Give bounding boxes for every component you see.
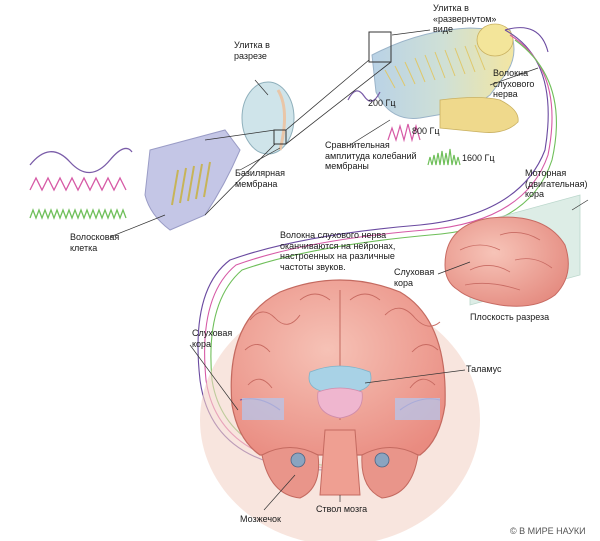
- label-freq-200: 200 Гц: [368, 98, 396, 108]
- label-membrane-amplitude: Сравнительная амплитуда колебаний мембра…: [325, 140, 417, 171]
- label-nerve-fibers: Волокна слухового нерва: [493, 68, 535, 99]
- input-wave-mid: [29, 176, 127, 192]
- label-section-plane: Плоскость разреза: [470, 312, 550, 322]
- label-auditory-cortex-left: Слуховая кора: [192, 328, 233, 349]
- small-brain: [444, 194, 581, 307]
- label-motor-cortex: Моторная (двигательная) кора: [525, 168, 588, 199]
- input-wave-high: [29, 208, 127, 220]
- label-cochlea-unrolled: Улитка в «развернутом» виде: [433, 3, 497, 34]
- label-basilar-membrane: Базилярная мембрана: [235, 168, 285, 189]
- copyright-notice: © В МИРЕ НАУКИ: [510, 526, 586, 536]
- label-brainstem: Ствол мозга: [316, 504, 368, 514]
- cochlea-section: [241, 59, 392, 155]
- leader-lines: [109, 29, 589, 511]
- label-hair-cell: Волосковая клетка: [70, 232, 120, 253]
- label-nerve-endings: Волокна слухового нерва оканчиваются на …: [280, 230, 396, 272]
- amplitude-waves: [347, 90, 461, 166]
- unrolled-cochlea: [368, 23, 519, 133]
- label-thalamus: Таламус: [466, 364, 502, 374]
- input-wave-low: [29, 147, 133, 174]
- wave-200hz: [347, 90, 381, 102]
- input-waves: [29, 147, 133, 220]
- wave-800hz: [387, 123, 421, 143]
- label-cochlea-section: Улитка в разрезе: [234, 40, 270, 61]
- label-freq-1600: 1600 Гц: [462, 153, 495, 163]
- coronal-brain-section: [200, 279, 480, 541]
- wave-1600hz: [427, 148, 461, 166]
- hair-cell-closeup: [144, 129, 276, 231]
- label-freq-800: 800 Гц: [412, 126, 440, 136]
- label-cerebellum: Мозжечок: [240, 514, 281, 524]
- label-auditory-cortex-right: Слуховая кора: [394, 267, 435, 288]
